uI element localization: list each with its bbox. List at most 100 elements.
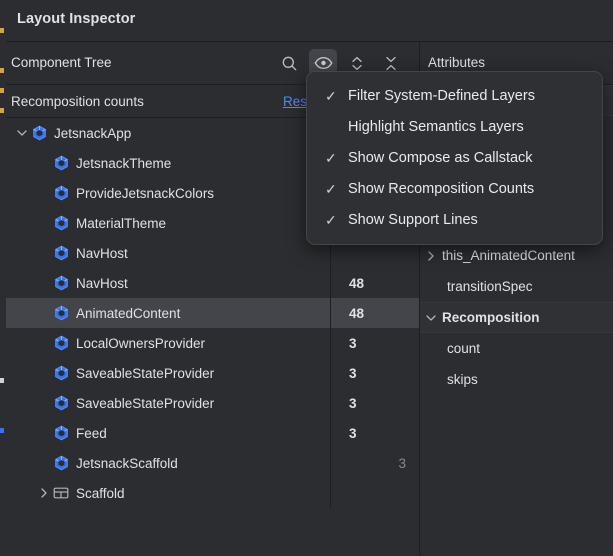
editor-gutter-sliver: [0, 0, 6, 556]
compose-node-icon: [52, 304, 70, 322]
compose-node-icon: [52, 334, 70, 352]
counts-column-divider: [330, 328, 331, 358]
attribute-name: skips: [447, 372, 478, 387]
tree-row[interactable]: AnimatedContent 48: [6, 298, 419, 328]
counts-column-divider: [330, 478, 331, 508]
chevron-right-icon[interactable]: [36, 478, 52, 508]
compose-node-icon: [52, 424, 70, 442]
tree-row-label: AnimatedContent: [76, 305, 181, 321]
twisty-placeholder: [36, 178, 52, 208]
attribute-name: Recomposition: [442, 310, 540, 325]
attribute-row[interactable]: this_AnimatedContent: [420, 240, 613, 271]
attribute-name: count: [447, 341, 481, 356]
compose-node-icon: [52, 394, 70, 412]
tree-row-label: JetsnackScaffold: [76, 455, 178, 471]
check-icon: ✓: [325, 180, 337, 197]
twisty-placeholder: [36, 388, 52, 418]
compose-node-icon: [52, 454, 70, 472]
chevron-right-icon[interactable]: [420, 240, 442, 271]
twisty-placeholder: [36, 268, 52, 298]
tree-row-label: SaveableStateProvider: [76, 395, 215, 411]
tree-row[interactable]: Scaffold: [6, 478, 419, 508]
view-node-icon: [52, 484, 70, 502]
tree-row[interactable]: JetsnackTheme: [6, 148, 419, 178]
menu-item[interactable]: ✓Show Support Lines: [307, 204, 602, 235]
twisty-placeholder: [36, 208, 52, 238]
twisty-placeholder: [36, 448, 52, 478]
check-icon: ✓: [325, 149, 337, 166]
attribute-name: transitionSpec: [447, 279, 533, 294]
recomposition-count: 48: [349, 275, 365, 291]
tree-row-label: LocalOwnersProvider: [76, 335, 206, 351]
counts-column-divider: [330, 268, 331, 298]
menu-item[interactable]: Highlight Semantics Layers: [307, 111, 602, 142]
compose-node-icon: [52, 244, 70, 262]
compose-node-icon: [52, 184, 70, 202]
counts-column-divider: [330, 358, 331, 388]
tree-row[interactable]: SaveableStateProvider 3: [6, 388, 419, 418]
counts-column-divider: [330, 448, 331, 478]
recomposition-count: 3: [349, 425, 357, 441]
gutter-marker: [0, 378, 4, 383]
menu-item[interactable]: ✓ Show Compose as Callstack: [307, 142, 602, 173]
tree-row-label: NavHost: [76, 245, 128, 261]
menu-item-label: Filter System-Defined Layers: [348, 87, 535, 104]
counts-column-divider: [330, 418, 331, 448]
chevron-down-icon[interactable]: [14, 118, 30, 148]
tree-row[interactable]: JetsnackApp: [6, 118, 419, 148]
chevron-down-icon[interactable]: [420, 302, 442, 333]
search-icon[interactable]: [275, 49, 303, 77]
tree-row-label: SaveableStateProvider: [76, 365, 215, 381]
twisty-placeholder: [36, 328, 52, 358]
compose-node-icon: [52, 154, 70, 172]
twisty-placeholder: [36, 418, 52, 448]
tree-row[interactable]: NavHost: [6, 238, 419, 268]
compose-node-icon: [52, 214, 70, 232]
attribute-row[interactable]: Recomposition: [420, 302, 613, 333]
twisty-placeholder: [36, 148, 52, 178]
gutter-marker: [0, 28, 4, 33]
attribute-name: this_AnimatedContent: [442, 248, 575, 263]
collapse-all-icon[interactable]: [377, 49, 405, 77]
twisty-placeholder: [36, 298, 52, 328]
menu-item-label: Show Compose as Callstack: [348, 149, 533, 166]
gutter-marker: [0, 428, 4, 433]
recomposition-counts-label: Recomposition counts: [11, 94, 144, 109]
recomposition-count: 3: [349, 395, 357, 411]
expand-all-icon[interactable]: [343, 49, 371, 77]
twisty-placeholder: [36, 358, 52, 388]
menu-item-label: Show Recomposition Counts: [348, 180, 535, 197]
menu-item[interactable]: ✓ Filter System-Defined Layers: [307, 80, 602, 111]
tree-row-label: NavHost: [76, 275, 128, 291]
counts-column-divider: [330, 388, 331, 418]
tree-row-label: ProvideJetsnackColors: [76, 185, 215, 201]
gutter-marker: [0, 68, 4, 73]
compose-node-icon: [30, 124, 48, 142]
compose-node-icon: [52, 274, 70, 292]
tree-row-label: MaterialTheme: [76, 215, 167, 231]
recomposition-count: 48: [349, 305, 365, 321]
check-icon: ✓: [325, 87, 337, 104]
menu-item-label: Show Support Lines: [348, 211, 478, 228]
component-tree-title: Component Tree: [11, 55, 112, 70]
page-title: Layout Inspector: [17, 11, 136, 27]
attributes-title: Attributes: [428, 55, 486, 70]
tree-row[interactable]: NavHost 48: [6, 268, 419, 298]
menu-item[interactable]: ✓ Show Recomposition Counts: [307, 173, 602, 204]
attribute-row[interactable]: transitionSpec: [420, 271, 613, 302]
attribute-row[interactable]: skips: [420, 364, 613, 395]
recomposition-count: [331, 478, 419, 508]
attribute-row[interactable]: count: [420, 333, 613, 364]
gutter-marker: [0, 108, 4, 113]
component-tree-header: Component Tree: [6, 42, 419, 85]
tree-row[interactable]: ProvideJetsnackColors: [6, 178, 419, 208]
window-titlebar: Layout Inspector: [6, 0, 613, 42]
tree-row-label: Scaffold: [76, 485, 125, 501]
